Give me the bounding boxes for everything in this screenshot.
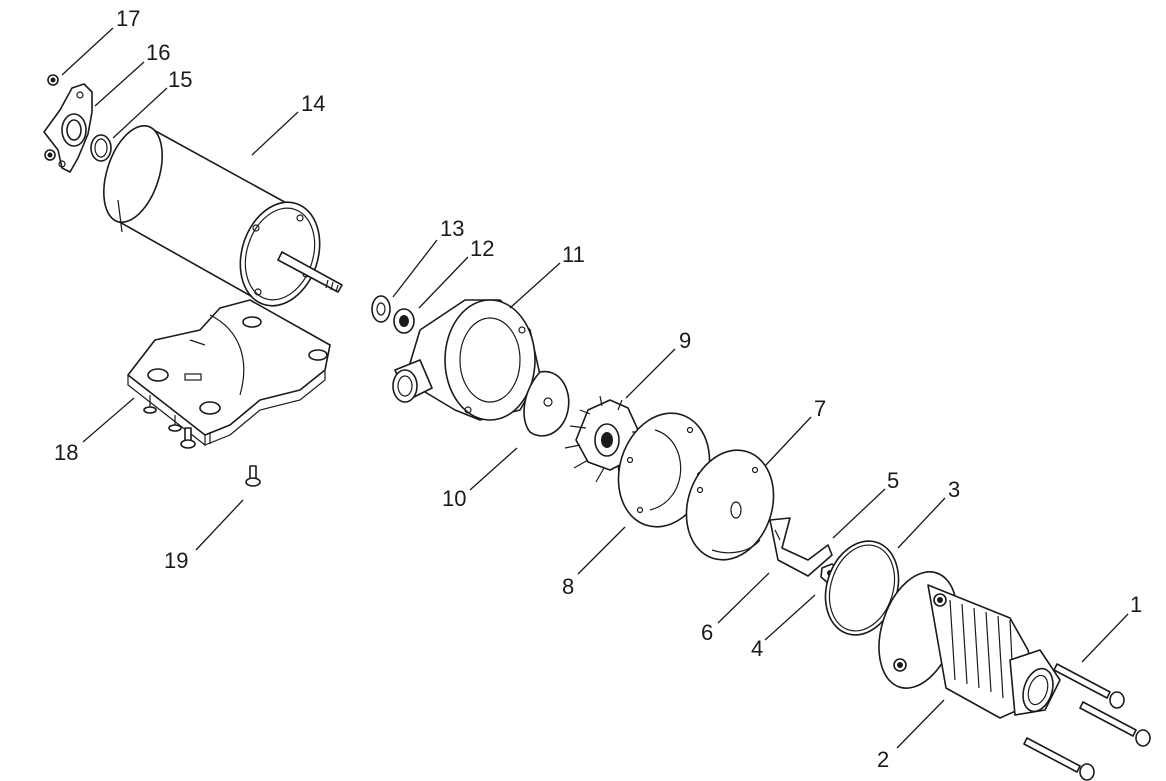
part-18-mounting-base	[127, 299, 331, 447]
part-11-pump-body	[392, 299, 541, 421]
part-14-motor	[103, 124, 343, 307]
part-13-washer	[371, 295, 391, 323]
callout-6: 6	[701, 620, 713, 645]
part-10-cam-plate	[523, 370, 570, 437]
callout-1: 1	[1130, 592, 1142, 617]
callout-17: 17	[116, 6, 140, 31]
callout-5: 5	[887, 468, 899, 493]
part-15-o-ring	[90, 134, 112, 162]
callout-13: 13	[440, 216, 464, 241]
callout-7: 7	[814, 396, 826, 421]
part-2-end-cover	[878, 571, 1061, 719]
part-9-impeller	[564, 395, 640, 483]
part-12-seal	[393, 308, 415, 334]
callout-18: 18	[54, 440, 78, 465]
part-1-bolts	[1023, 663, 1151, 781]
part-8-gasket	[617, 412, 711, 528]
callout-15: 15	[168, 67, 192, 92]
callout-14: 14	[301, 91, 325, 116]
callout-10: 10	[442, 486, 466, 511]
part-7-end-plate	[685, 449, 775, 561]
callout-16: 16	[146, 40, 170, 65]
callout-4: 4	[751, 636, 763, 661]
part-6-clip	[769, 517, 833, 577]
callout-19: 19	[164, 548, 188, 573]
callout-12: 12	[470, 236, 494, 261]
part-19-screws	[180, 427, 261, 487]
leader-lines	[61, 27, 1129, 749]
callout-2: 2	[877, 747, 889, 772]
callout-11: 11	[562, 242, 585, 267]
callout-9: 9	[679, 328, 691, 353]
part-16-end-bracket	[43, 83, 93, 173]
callout-3: 3	[948, 477, 960, 502]
part-17-screws	[44, 74, 59, 161]
callout-8: 8	[562, 574, 574, 599]
callout-labels: 17 16 15 14 13 12 11 9 7 5 3 1 18 19 10 …	[54, 6, 1142, 772]
